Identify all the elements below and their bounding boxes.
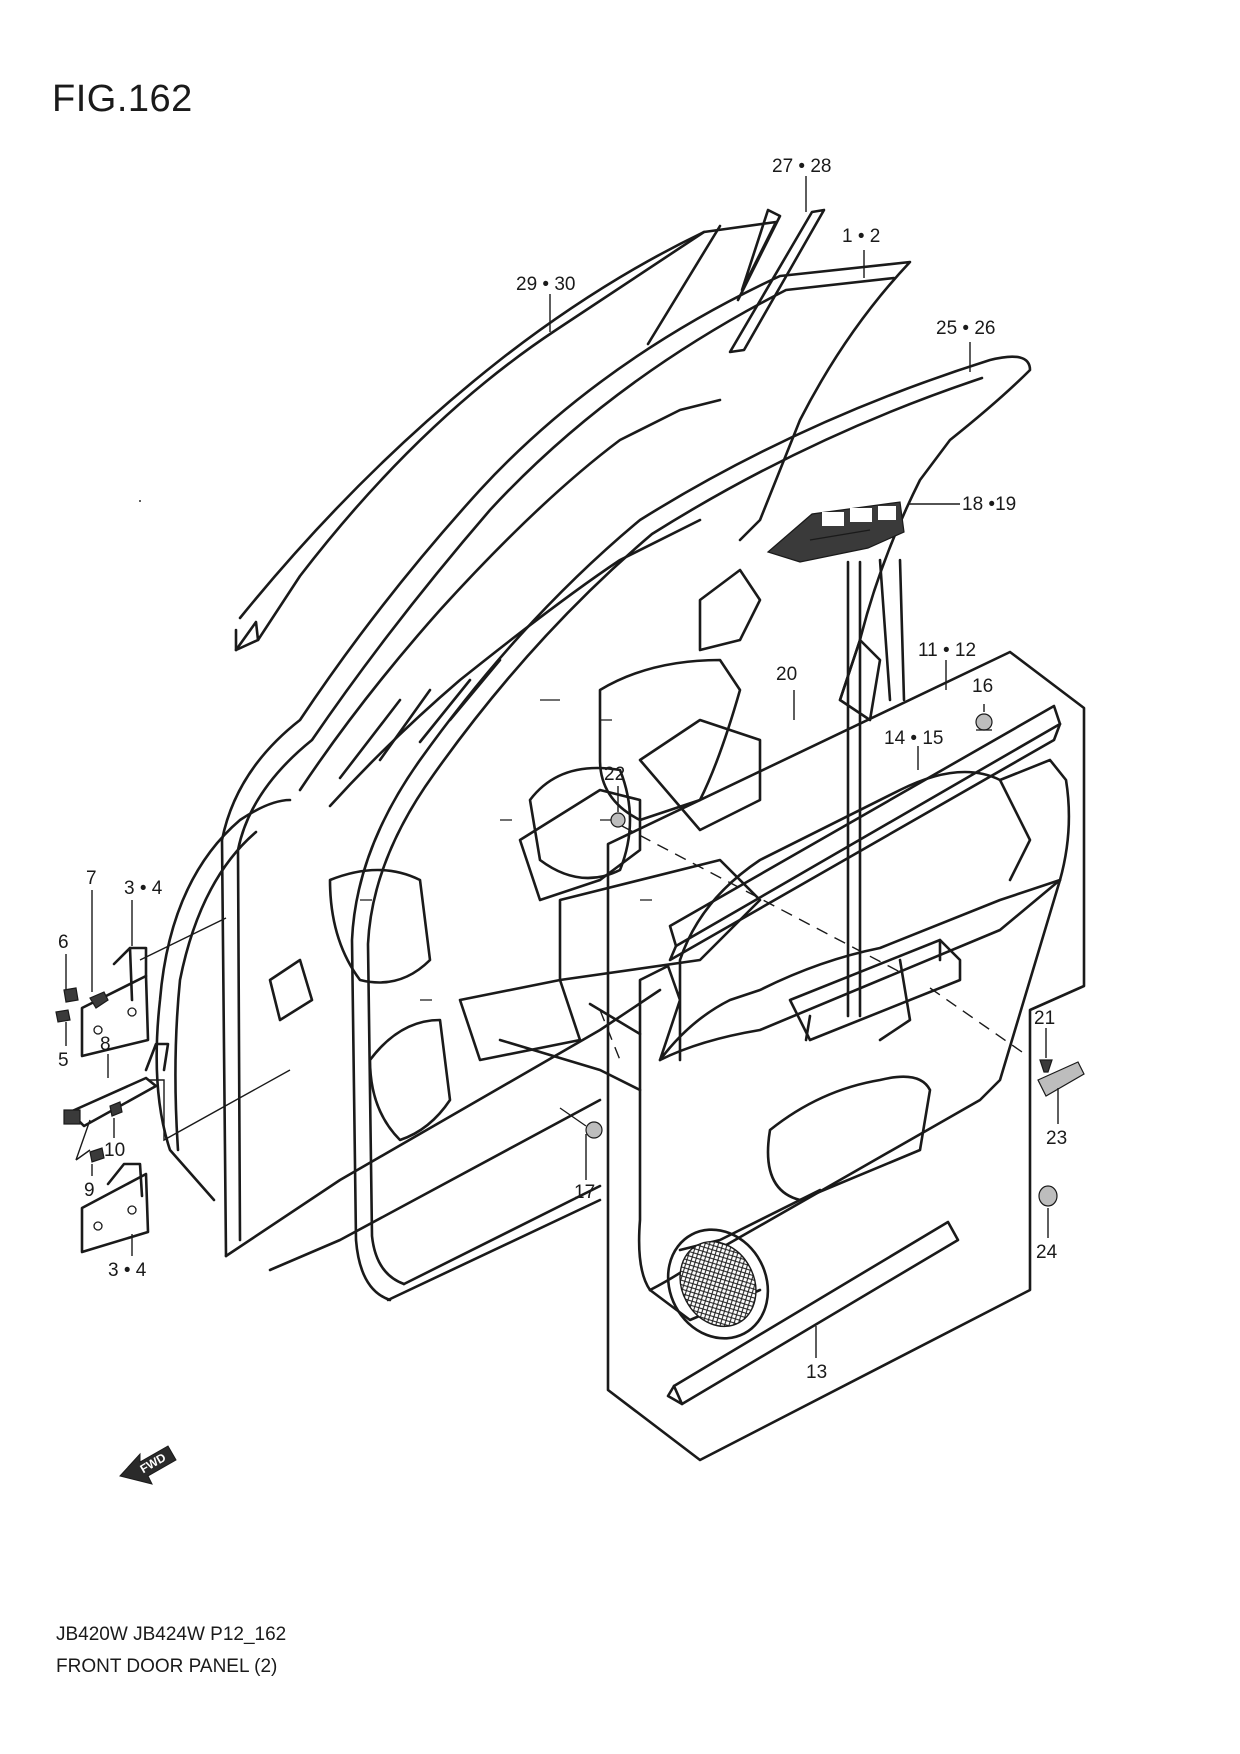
trim-clip-16 bbox=[975, 713, 993, 731]
door-trim-rod bbox=[846, 560, 862, 1018]
callout-label: 25 • 26 bbox=[936, 318, 995, 339]
trim-clip-22 bbox=[610, 812, 626, 828]
callout-label: 1 • 2 bbox=[842, 226, 880, 247]
callout-label: 21 bbox=[1034, 1008, 1055, 1029]
callout-label: 29 • 30 bbox=[516, 274, 575, 295]
callout-label: 13 bbox=[806, 1362, 827, 1383]
plug-24 bbox=[1038, 1185, 1058, 1207]
callout-label: 24 bbox=[1036, 1242, 1058, 1263]
door-hinge-lower bbox=[80, 1162, 150, 1254]
callout-label: 3 • 4 bbox=[124, 878, 163, 899]
callout-label: 7 bbox=[86, 868, 97, 889]
front-door-shell bbox=[155, 260, 912, 1272]
callout-leader-lines bbox=[65, 176, 1059, 1358]
model-code: JB420W JB424W P12_162 bbox=[56, 1624, 287, 1645]
callout-label: 20 bbox=[776, 664, 797, 685]
callout-label: 8 bbox=[100, 1034, 111, 1055]
inner-belt-weatherstrip bbox=[668, 704, 1062, 962]
hinge-mount-lines bbox=[75, 917, 291, 1161]
figure-title: FIG.162 bbox=[52, 78, 193, 120]
callout-label: 23 bbox=[1046, 1128, 1067, 1149]
section-name: FRONT DOOR PANEL (2) bbox=[56, 1656, 278, 1677]
door-trim-panel bbox=[606, 650, 1086, 1462]
callout-labels: 27 • 28 1 • 2 29 • 30 25 • 26 18 •19 11 … bbox=[58, 156, 1067, 1383]
door-check-link bbox=[63, 1042, 170, 1128]
callout-label: 5 bbox=[58, 1050, 69, 1071]
screw-21 bbox=[1039, 1059, 1053, 1073]
callout-label: 18 •19 bbox=[962, 494, 1016, 515]
door-inner-structure bbox=[498, 558, 906, 1092]
door-hinge-upper bbox=[80, 946, 150, 1058]
callout-label: 14 • 15 bbox=[884, 728, 943, 749]
hinge-bolts bbox=[55, 987, 123, 1163]
callout-label: 10 bbox=[104, 1140, 125, 1161]
door-weatherstrip-outer bbox=[234, 208, 782, 652]
assembly-dashed-lines bbox=[599, 825, 1023, 1061]
cap-23 bbox=[1037, 1061, 1085, 1097]
callout-label: 16 bbox=[972, 676, 993, 697]
speaker-grille bbox=[666, 1228, 770, 1340]
callout-label: 6 bbox=[58, 932, 69, 953]
power-window-switch bbox=[766, 501, 905, 563]
callout-label: 22 bbox=[604, 764, 625, 785]
lower-garnish-strip bbox=[666, 1220, 960, 1406]
callout-label: 27 • 28 bbox=[772, 156, 831, 177]
door-opening-weatherstrip bbox=[350, 355, 1032, 1302]
fwd-arrow-icon: FWD bbox=[119, 1445, 177, 1485]
callout-label: 9 bbox=[84, 1180, 95, 1201]
callout-label: 11 • 12 bbox=[918, 640, 976, 661]
callout-label: 17 bbox=[574, 1182, 595, 1203]
trim-clip-17 bbox=[559, 1107, 603, 1139]
callout-label: 3 • 4 bbox=[108, 1260, 147, 1281]
